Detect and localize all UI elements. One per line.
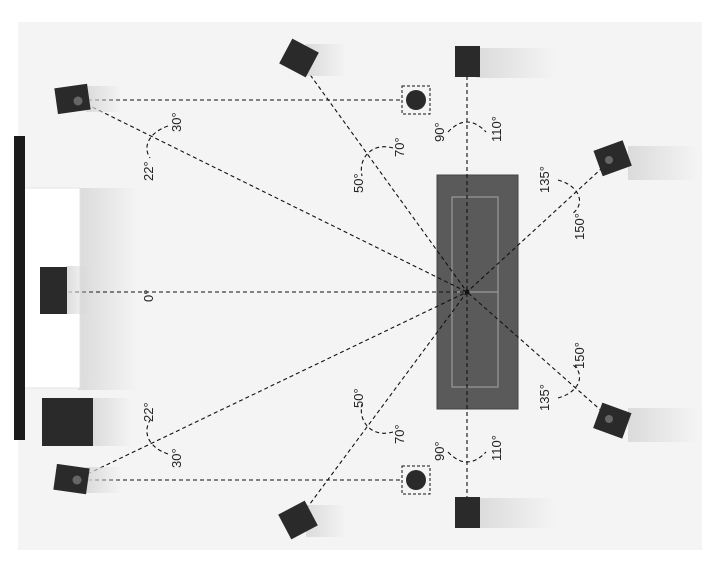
label-top-front-right-max: 70° [392,424,407,444]
label-rear-right-min: 135° [537,384,552,411]
label-top-front-left-min: 50° [351,173,366,193]
label-front-right-inner: 22° [141,402,156,422]
speaker-rear-left [593,140,698,180]
speaker-icon [455,497,480,528]
label-side-left-max: 110° [489,116,504,142]
guide-front-right [74,291,468,481]
label-front-right-outer: 30° [169,448,184,468]
speaker-side-right [455,497,556,528]
angle-arcs [146,121,581,463]
guide-rear-left [466,157,614,293]
guide-rear-right [466,291,614,422]
guide-front-left [79,100,468,293]
speaker-top-front-left [279,38,346,78]
speaker-icon [54,83,91,115]
label-side-left-min: 90° [432,122,447,142]
guide-lines [68,57,614,521]
label-top-front-right-min: 50° [351,388,366,408]
speaker-top-front-right [278,500,346,540]
speaker-side-left [455,46,556,78]
label-top-front-left-max: 70° [392,137,407,157]
subwoofer-icon [42,398,93,446]
label-rear-right-max: 150° [572,342,587,369]
speaker-center [40,266,94,314]
listening-position [464,289,470,295]
label-front-left-outer: 30° [169,112,184,132]
speaker-icon [40,267,67,314]
speaker-front-left [54,83,122,115]
subwoofer-shadow [92,398,132,446]
sofa-icon [436,174,519,410]
label-side-right-max: 110° [489,435,504,461]
label-side-right-min: 90° [432,441,447,461]
speaker-rear-right [593,402,698,442]
speaker-icon [593,140,632,177]
ceiling-speaker-icon [406,470,426,490]
speaker-icon [278,500,318,540]
guide-top-front-right [297,291,468,521]
ceiling-speaker-icon [406,90,426,110]
speaker-front-right [53,463,122,495]
tv-icon [14,136,25,440]
label-center-angle: 0° [141,290,156,302]
speaker-icon [279,38,319,78]
label-rear-left-min: 135° [537,166,552,193]
ceiling-speaker-right [401,465,431,495]
label-front-left-inner: 22° [141,161,156,181]
guide-top-front-left [297,57,468,293]
speaker-icon [53,463,90,495]
speaker-icon [455,46,480,77]
label-rear-left-max: 150° [572,213,587,240]
ceiling-speaker-left [401,85,431,115]
angle-labels: 0° 30° 22° 22° 30° 70° 50° 50° 70° 90° 1… [141,112,587,468]
